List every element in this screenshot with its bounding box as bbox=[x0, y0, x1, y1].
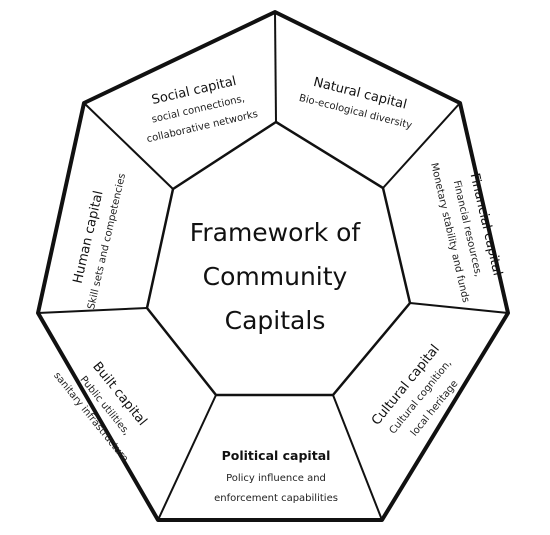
center-title-line-1: Framework of bbox=[190, 218, 362, 247]
center-title: Framework of Community Capitals bbox=[190, 218, 362, 335]
spoke-top bbox=[274, 11, 277, 123]
inner-heptagon bbox=[145, 120, 412, 397]
center-title-line-3: Capitals bbox=[225, 306, 326, 335]
segment-social: Social capital social connections, colla… bbox=[146, 74, 259, 145]
spoke-lower-right bbox=[332, 394, 383, 521]
segment-financial: Financial capital Financial resources, M… bbox=[428, 162, 505, 304]
segment-natural: Natural capital Bio-ecological diversity bbox=[298, 75, 413, 132]
center-title-line-2: Community bbox=[203, 262, 348, 291]
segment-political-title: Political capital bbox=[222, 448, 331, 463]
segment-political-desc-2: enforcement capabilities bbox=[214, 493, 338, 504]
spoke-upper-right bbox=[382, 102, 461, 189]
outer-heptagon bbox=[36, 10, 510, 522]
segment-political: Political capital Policy influence and e… bbox=[214, 448, 338, 504]
segment-political-desc-1: Policy influence and bbox=[226, 473, 326, 484]
spokes bbox=[37, 11, 509, 521]
spoke-left bbox=[37, 307, 148, 314]
spoke-lower-left bbox=[157, 394, 217, 521]
spoke-upper-left bbox=[83, 102, 174, 190]
spoke-right bbox=[409, 302, 509, 314]
segment-human: Human capital Skill sets and competencie… bbox=[71, 172, 128, 310]
segment-cultural: Cultural capital Cultural cognition, loc… bbox=[369, 342, 461, 439]
